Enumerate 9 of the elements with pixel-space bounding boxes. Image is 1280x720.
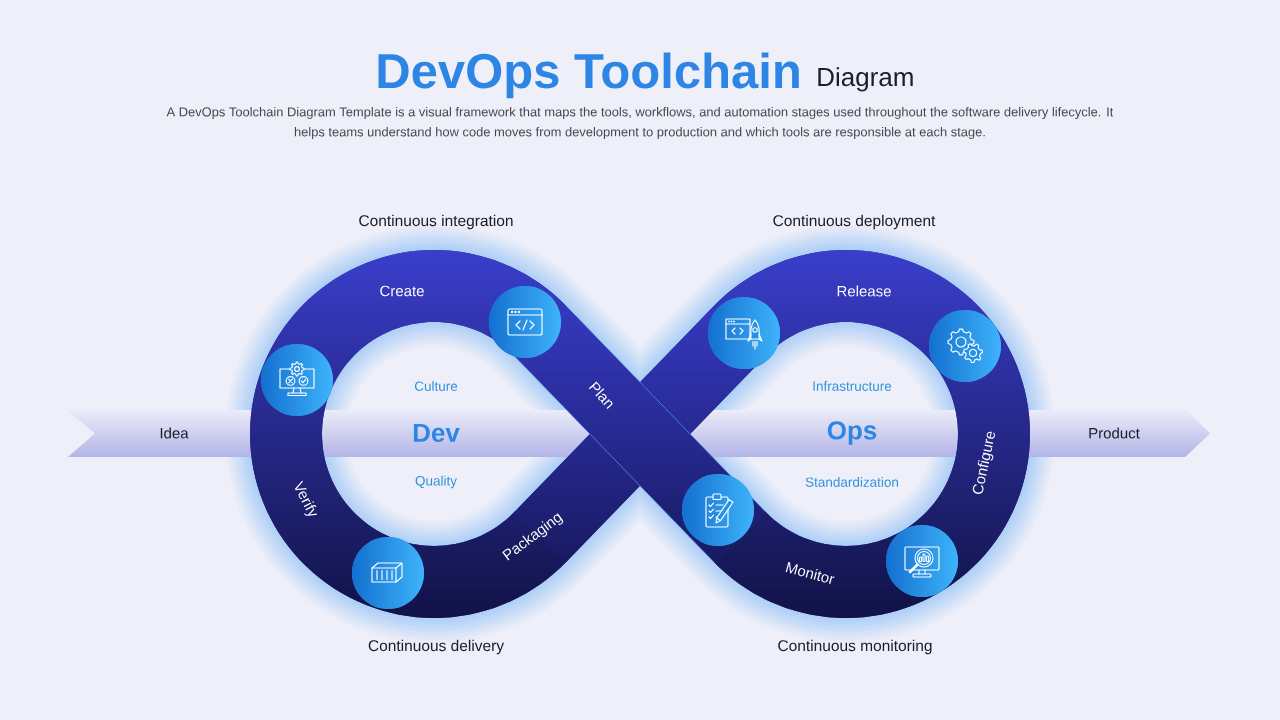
- band-label: Product: [1089, 427, 1140, 439]
- phase-label: Continuous monitoring: [778, 639, 932, 655]
- phase-label: Continuous delivery: [368, 639, 504, 655]
- phase-label: Continuous integration: [359, 214, 513, 230]
- title: DevOps Toolchain: [378, 52, 799, 99]
- description: A DevOps Toolchain Diagram Template is a visual framework that maps the tools, workflows, and automation stages used throughout the software delivery lifecycle. It helps teams understand how code moves from development to production and which tools are responsible at each stage.: [166, 106, 1114, 139]
- title-word: Diagram: [818, 67, 913, 92]
- phase-label: Continuous deployment: [773, 214, 936, 230]
- band-label: Idea: [160, 427, 189, 439]
